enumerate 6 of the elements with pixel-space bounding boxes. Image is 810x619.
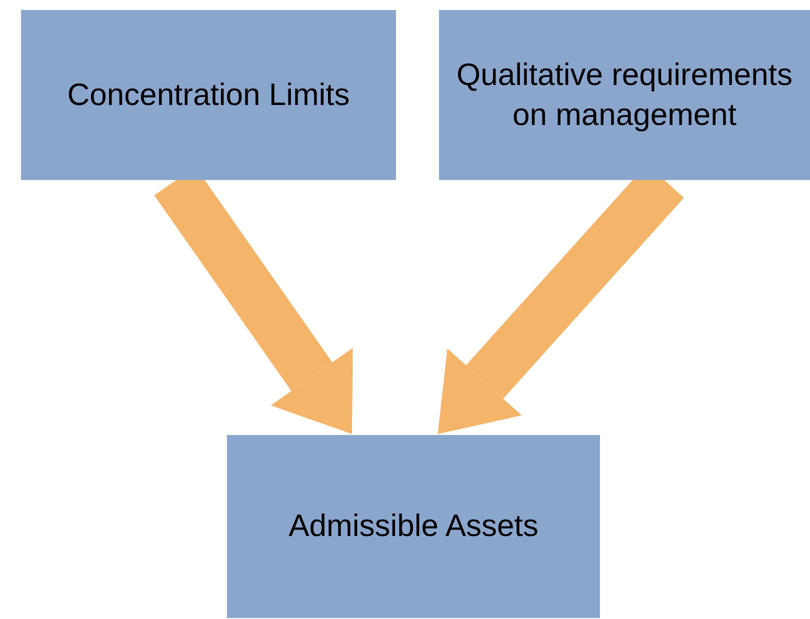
process-box [21,10,396,180]
process-box [227,435,600,618]
box-label: Concentration Limits [67,76,350,114]
process-box [439,10,810,180]
box-label: Admissible Assets [288,507,538,546]
box-label: Qualitative requirements on management [456,56,794,134]
